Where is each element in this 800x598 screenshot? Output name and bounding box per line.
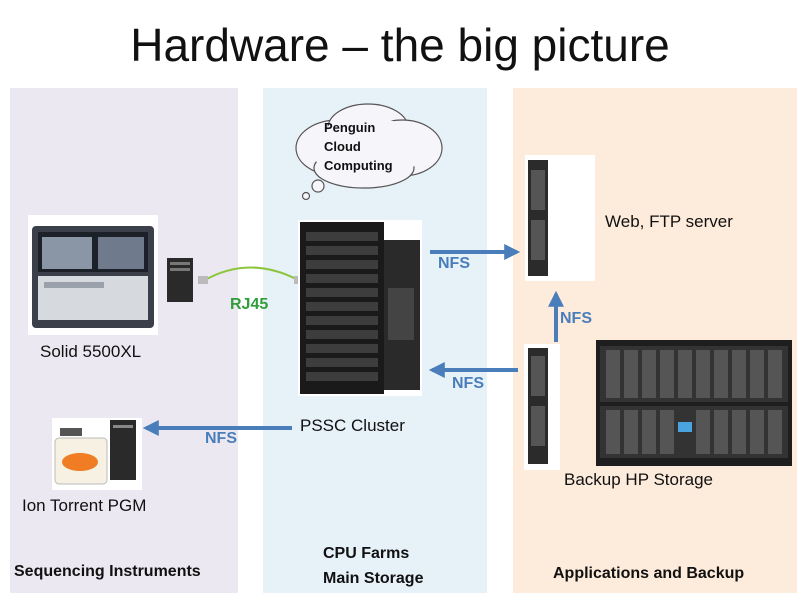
cpu-panel-label-line1: CPU Farms [323, 545, 410, 562]
hp-storage-image [596, 340, 792, 466]
slide-title: Hardware – the big picture [130, 19, 670, 71]
web-label: Web, FTP server [605, 212, 733, 231]
backup-blade-image [524, 344, 560, 470]
ion-torrent-image [52, 418, 142, 490]
backup-label: Backup HP Storage [564, 470, 713, 489]
workstation-tower-image [167, 258, 193, 302]
pssc-cluster-rack-image [298, 220, 422, 396]
ion-label: Ion Torrent PGM [22, 496, 147, 515]
nfs-label-cluster-web: NFS [438, 255, 470, 272]
sequencing-panel [10, 88, 238, 593]
cloud-label: Penguin Cloud Computing [324, 118, 393, 175]
nfs-label-cluster-ion: NFS [205, 430, 237, 447]
web-ftp-blade-image [525, 155, 595, 281]
nfs-label-backup-web: NFS [560, 310, 592, 327]
rj45-label: RJ45 [230, 296, 269, 313]
cloud-line-2: Cloud [324, 139, 361, 154]
solid-label: Solid 5500XL [40, 342, 142, 361]
cloud-line-3: Computing [324, 158, 393, 173]
cluster-label: PSSC Cluster [300, 416, 405, 435]
rj45-plug-left [198, 276, 208, 284]
sequencing-panel-label: Sequencing Instruments [14, 563, 201, 580]
nfs-label-backup-cluster: NFS [452, 375, 484, 392]
penguin-cloud-shape [295, 103, 443, 201]
applications-panel-label: Applications and Backup [553, 565, 745, 582]
cloud-line-1: Penguin [324, 120, 376, 135]
cpu-panel-label-line2: Main Storage [323, 570, 424, 587]
solid-sequencer-image [28, 215, 158, 335]
rj45-cable [204, 266, 299, 281]
